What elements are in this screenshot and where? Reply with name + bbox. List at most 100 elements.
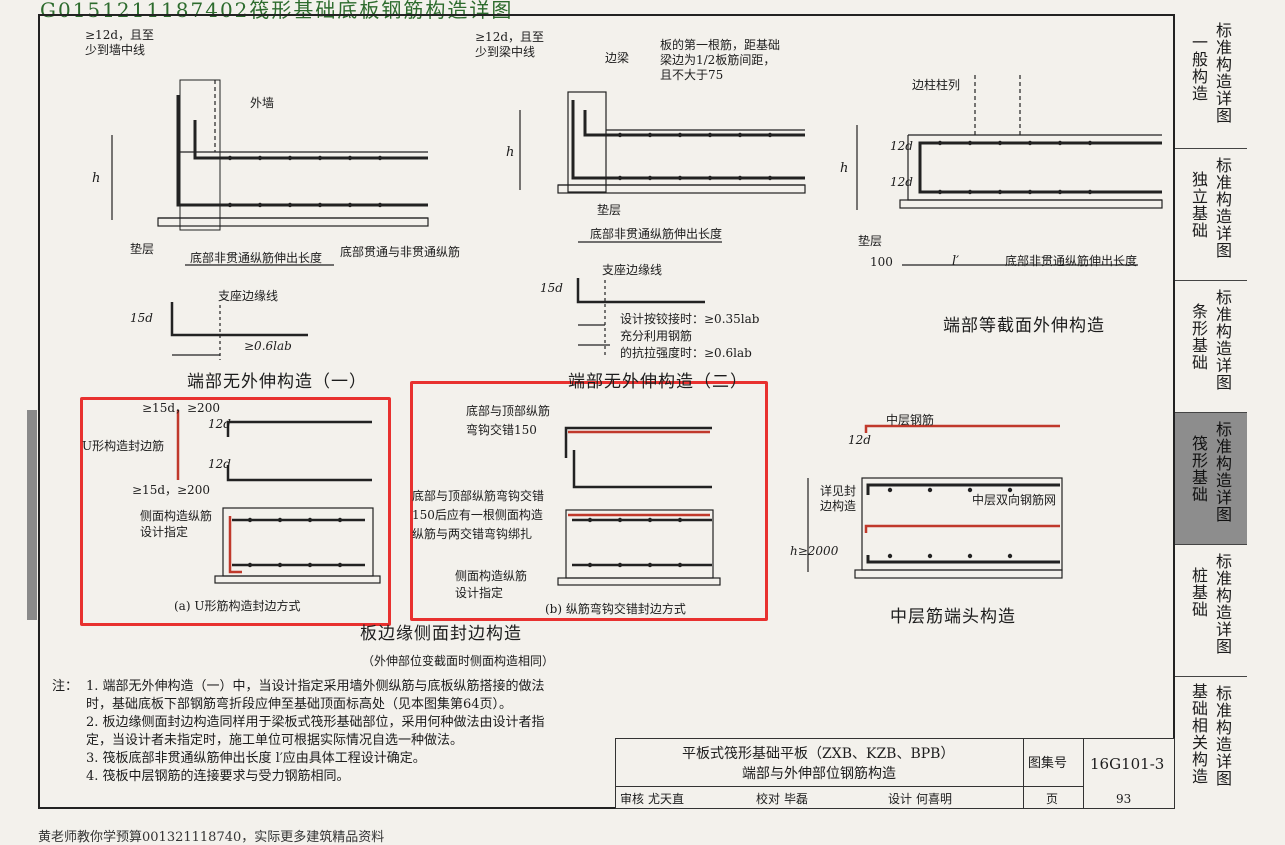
- index-general[interactable]: 标准构造详图 一般构造: [1189, 22, 1232, 124]
- d3-12d-b: 12d: [890, 175, 913, 189]
- d2-top-note: ≥12d，且至 少到梁中线: [475, 30, 545, 59]
- index-isolated[interactable]: 标准构造详图 独立基础: [1175, 148, 1247, 280]
- section-subtitle: （外伸部位变截面时侧面构造相同）: [362, 654, 555, 668]
- b-bottom-bar: [572, 450, 712, 489]
- b-caption: (b) 纵筋弯钩交错封边方式: [545, 602, 686, 616]
- note-line-5: 3. 筏板底部非贯通纵筋伸出长度 l′应由具体工程设计确定。: [86, 751, 426, 766]
- design-label: 设计: [888, 792, 913, 806]
- d3-bottom-rebar: [918, 168, 1162, 194]
- d3-cushion: [899, 199, 1163, 209]
- atlas-number: 16G101-3: [1090, 755, 1165, 773]
- d1-ext-label: 底部非贯通纵筋伸出长度: [190, 251, 323, 265]
- notes-label: 注：: [52, 679, 79, 694]
- d3-ext-label: 底部非贯通纵筋伸出长度: [1005, 254, 1138, 268]
- edge-band: [27, 410, 37, 620]
- a-bottom-bar: [226, 465, 372, 482]
- a-top-label: ≥15d，≥200: [142, 401, 220, 415]
- a-caption: (a) U形筋构造封边方式: [174, 599, 301, 613]
- d2-design1: 设计按铰接时：≥0.35lab: [620, 312, 760, 326]
- a-side-red: [228, 516, 242, 574]
- index-pile[interactable]: 标准构造详图 桩基础: [1175, 544, 1247, 676]
- designer-name: 何喜明: [916, 792, 953, 806]
- d1-h-label: h: [92, 171, 101, 186]
- d1-bottom-rebar: [176, 95, 428, 207]
- d3-12d-a: 12d: [890, 139, 913, 153]
- d3-top-rebar: [918, 141, 1162, 168]
- d2-top-rebar: [583, 110, 805, 137]
- b-top-bar: [564, 426, 712, 458]
- d1-edge-label: 支座边缘线: [218, 289, 279, 303]
- b-note-5: 纵筋与两交错弯钩绑扎: [412, 527, 533, 541]
- d2-first-bar-label: 板的第一根筋，距基础 梁边为1/2板筋间距， 且不大于75: [660, 38, 781, 82]
- a-bot-label: ≥15d，≥200: [132, 483, 210, 497]
- d1-wall: [179, 79, 221, 231]
- note-line-1: 1. 端部无外伸构造（一）中，当设计指定采用墙外侧纵筋与底板纵筋搭接的做法: [86, 679, 545, 694]
- d1-cushion: [157, 217, 429, 227]
- c-12d-label: 12d: [848, 433, 871, 447]
- d2-bottom-rebar: [571, 100, 805, 180]
- d2-beam: [567, 91, 607, 193]
- c-cushion: [854, 569, 1063, 579]
- b-red-hooks: [568, 430, 710, 517]
- d3-h-label: h: [840, 161, 849, 176]
- d2-design3: 的抗拉强度时：≥0.6lab: [620, 346, 752, 360]
- d2-hook-label: 15d: [540, 281, 563, 295]
- d2-ext-label: 底部非贯通纵筋伸出长度: [590, 227, 723, 241]
- d3-title: 端部等截面外伸构造: [943, 316, 1105, 336]
- check-label: 校对: [756, 792, 781, 806]
- highlight-box-a: [80, 397, 391, 626]
- b-cushion: [557, 577, 721, 586]
- c-mid-bar-label: 中层钢筋: [886, 413, 935, 427]
- review-label: 审核: [620, 792, 645, 806]
- d2-cushion: [557, 184, 806, 194]
- b-side-label-1: 侧面构造纵筋: [455, 569, 528, 583]
- note-line-4: 定，当设计者未指定时，施工单位可根据实际情况自选一种做法。: [86, 733, 464, 748]
- c-mid-red: [864, 424, 1060, 433]
- section-title: 板边缘侧面封边构造: [360, 624, 522, 644]
- d1-top-note: ≥12d，且至 少到墙中线: [85, 28, 155, 57]
- b-note-1: 底部与顶部纵筋: [466, 404, 551, 418]
- d1-title: 端部无外伸构造（一）: [187, 372, 367, 392]
- c-see-label: 详见封 边构造: [820, 484, 857, 513]
- d1-cushion-label: 垫层: [130, 242, 155, 256]
- title-line-2: 端部与外伸部位钢筋构造: [742, 766, 896, 782]
- note-line-3: 2. 板边缘侧面封边构造同样用于梁板式筏形基础部位，采用何种做法由设计者指: [86, 715, 545, 730]
- d2-h-label: h: [506, 145, 515, 160]
- note-line-6: 4. 筏板中层钢筋的连接要求与受力钢筋相同。: [86, 769, 350, 784]
- d3-100-label: 100: [870, 255, 893, 269]
- c-mid-bar-red: [864, 524, 1060, 533]
- checker-name: 毕磊: [784, 792, 809, 806]
- page-label: 页: [1046, 792, 1059, 806]
- d1-anchor-label: ≥0.6lab: [244, 339, 292, 353]
- title-line-1: 平板式筏形基础平板（ZXB、KZB、BPB）: [682, 746, 955, 762]
- a-top-bar: [226, 420, 372, 437]
- index-related[interactable]: 标准构造详图 基础相关构造: [1175, 676, 1247, 809]
- a-side-label-1: 侧面构造纵筋: [140, 509, 213, 523]
- d2-title: 端部无外伸构造（二）: [568, 372, 748, 392]
- page-number: 93: [1116, 792, 1132, 806]
- d1-bottom-bars-label: 底部贯通与非贯通纵筋: [340, 245, 461, 259]
- c-h2000-label: h≥2000: [790, 544, 839, 558]
- b-side-label-2: 设计指定: [455, 586, 504, 600]
- note-line-2: 时，基础底板下部钢筋弯折段应伸至基础顶面标高处（见本图集第64页）。: [86, 697, 513, 712]
- c-title: 中层筋端头构造: [890, 607, 1016, 627]
- d2-hook-detail: [576, 278, 705, 304]
- index-strip-foundation[interactable]: 标准构造详图 条形基础: [1175, 280, 1247, 412]
- d3-col-label: 边柱柱列: [912, 78, 961, 92]
- a-cushion: [214, 575, 381, 584]
- d1-wall-label: 外墙: [250, 96, 275, 110]
- a-12d-a: 12d: [208, 417, 231, 431]
- index-strip: 标准构造详图 一般构造 标准构造详图 独立基础 标准构造详图 条形基础 标准构造…: [1175, 14, 1247, 809]
- d2-beam-label: 边梁: [605, 51, 630, 65]
- c-mesh-label: 中层双向钢筋网: [972, 493, 1057, 507]
- d1-hook-detail: [170, 302, 308, 337]
- a-side-label-2: 设计指定: [140, 525, 189, 539]
- d2-design2: 充分利用钢筋: [620, 329, 693, 343]
- title-block: 平板式筏形基础平板（ZXB、KZB、BPB） 端部与外伸部位钢筋构造 图集号 1…: [615, 738, 1175, 809]
- d3-cushion-label: 垫层: [858, 234, 883, 248]
- index-raft[interactable]: 标准构造详图 筏形基础: [1175, 412, 1247, 544]
- a-u-bar-label: U形构造封边筋: [82, 439, 165, 453]
- d1-hook-label: 15d: [130, 311, 153, 325]
- d2-edge-label: 支座边缘线: [602, 263, 663, 277]
